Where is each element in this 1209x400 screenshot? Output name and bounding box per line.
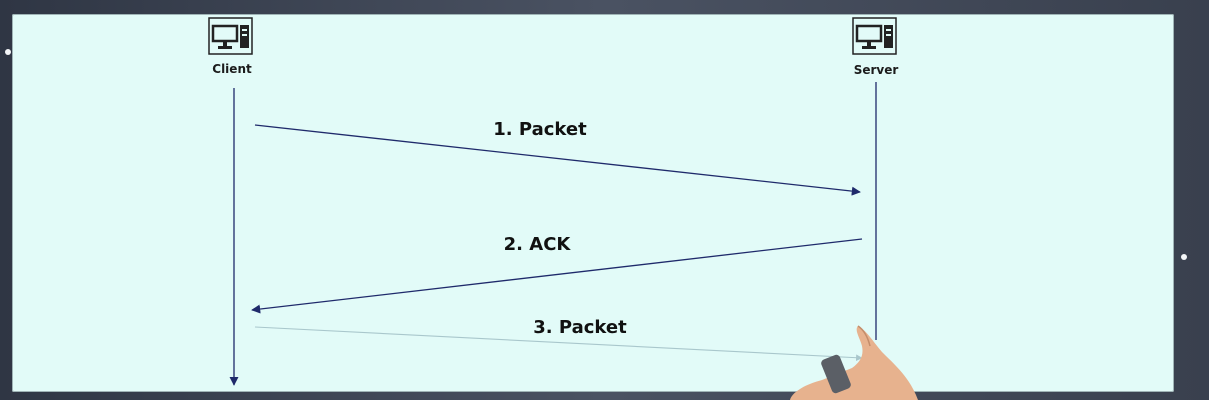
client-label: Client [212, 62, 252, 76]
screen-corner-dot [5, 49, 11, 55]
server-label: Server [854, 63, 899, 77]
message-arrow-1 [254, 124, 861, 196]
message-arrow-3 [254, 326, 863, 361]
message-arrow-2 [251, 238, 863, 314]
client-computer-icon [208, 17, 253, 55]
presenter-hand [790, 325, 918, 400]
message-label-3: 3. Packet [533, 317, 627, 338]
message-label-1: 1. Packet [493, 119, 587, 140]
message-label-2: 2. ACK [504, 234, 572, 255]
projection-screen [12, 14, 1174, 392]
server-computer-icon [852, 17, 897, 55]
screen-corner-dot [1181, 254, 1187, 260]
